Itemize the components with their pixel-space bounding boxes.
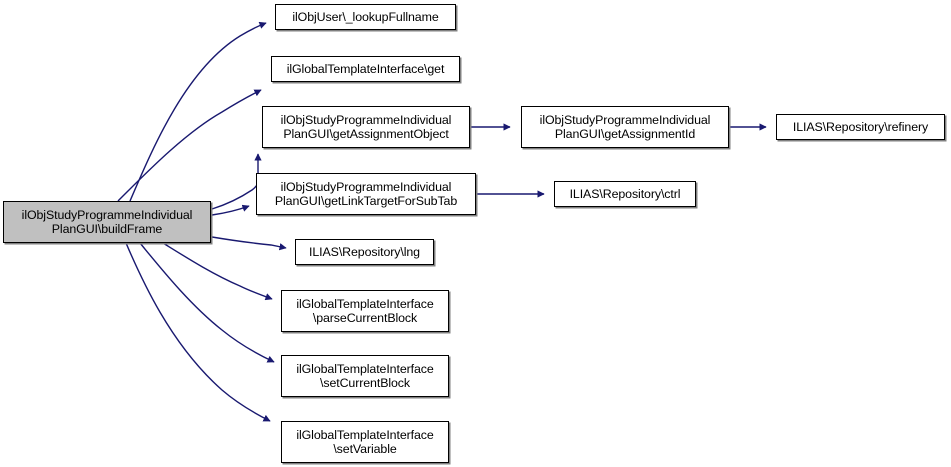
graph-node-getlinktargetforsubtab[interactable]: ilObjStudyProgrammeIndividual PlanGUI\ge… (256, 173, 476, 215)
graph-node-getassignmentobject[interactable]: ilObjStudyProgrammeIndividual PlanGUI\ge… (262, 106, 470, 148)
graph-node-setvariable[interactable]: ilGlobalTemplateInterface \setVariable (281, 421, 449, 463)
graph-node-label: ilGlobalTemplateInterface \parseCurrentB… (296, 296, 434, 326)
graph-node-label: ilObjStudyProgrammeIndividual PlanGUI\ge… (274, 179, 458, 209)
graph-edge-root-setvariable (125, 242, 271, 422)
graph-node-label: ILIAS\Repository\refinery (792, 119, 929, 134)
graph-edge-root-lng (211, 236, 287, 251)
graph-node-label: ilGlobalTemplateInterface\get (286, 61, 445, 76)
graph-node-label: ILIAS\Repository\lng (309, 244, 420, 259)
graph-node-label: ilObjStudyProgrammeIndividual PlanGUI\ge… (539, 112, 711, 142)
graph-node-label: ilGlobalTemplateInterface \setVariable (296, 427, 434, 457)
graph-node-label: ilObjStudyProgrammeIndividual PlanGUI\ge… (280, 112, 452, 142)
graph-node-label: ilObjStudyProgrammeIndividual PlanGUI\bu… (21, 207, 193, 237)
graph-node-setcurrentblock[interactable]: ilGlobalTemplateInterface \setCurrentBlo… (281, 355, 449, 397)
graph-node-refinery[interactable]: ILIAS\Repository\refinery (776, 114, 945, 140)
graph-node-tplget[interactable]: ilGlobalTemplateInterface\get (271, 56, 460, 82)
graph-node-parsecurrentblock[interactable]: ilGlobalTemplateInterface \parseCurrentB… (281, 290, 449, 332)
graph-edge-root-lookupfullname (129, 21, 267, 202)
graph-node-lng[interactable]: ILIAS\Repository\lng (295, 239, 434, 265)
graph-node-label: ILIAS\Repository\ctrl (569, 186, 681, 201)
graph-node-root[interactable]: ilObjStudyProgrammeIndividual PlanGUI\bu… (3, 201, 211, 243)
graph-edge-root-setcurrentblock (139, 242, 275, 363)
graph-node-label: ilObjUser\_lookupFullname (292, 9, 439, 24)
graph-node-ctrl[interactable]: ILIAS\Repository\ctrl (554, 181, 696, 207)
graph-edge-root-parsecurrentblock (162, 242, 273, 301)
graph-node-label: ilGlobalTemplateInterface \setCurrentBlo… (296, 361, 434, 391)
graph-edge-root-tplget (117, 89, 262, 202)
graph-edge-root-getassignmentobject (211, 153, 262, 210)
graph-node-lookupfullname[interactable]: ilObjUser\_lookupFullname (275, 4, 456, 30)
graph-node-getassignmentid[interactable]: ilObjStudyProgrammeIndividual PlanGUI\ge… (521, 106, 729, 148)
graph-edge-root-getlinktargetforsubtab (211, 204, 250, 216)
